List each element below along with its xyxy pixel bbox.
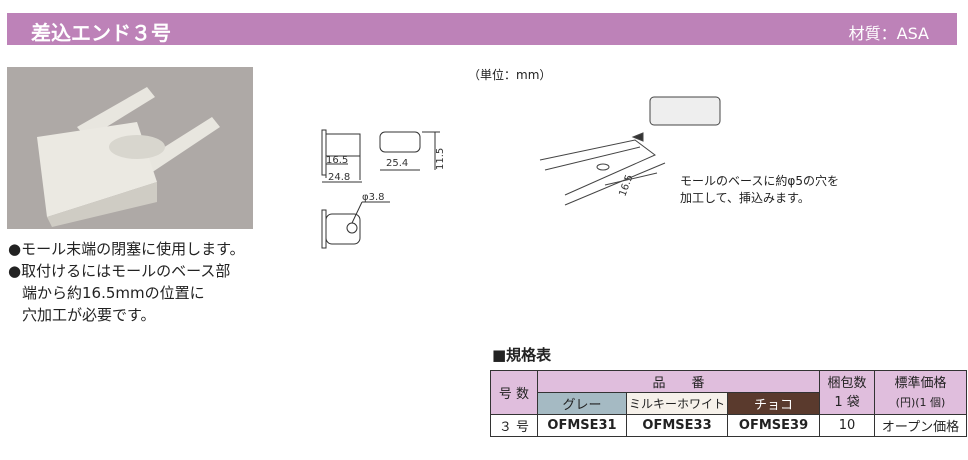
end-cap-image [37, 87, 220, 227]
product-title: 差込エンド３号 [31, 21, 171, 45]
cell-part: OFMSE31 [537, 414, 627, 437]
note-line: 加工して、挿込みます。 [680, 191, 810, 205]
bullet-item: 端から約16.5mmの位置に [22, 284, 205, 302]
bullet-item: ●取付けるにはモールのベース部 [8, 262, 231, 280]
installation-note: モールのベースに約φ5の穴を 加工して、挿込みます。 [680, 173, 839, 207]
header-price: 標準価格(円)(1 個) [874, 370, 968, 415]
dim-label: 24.8 [328, 172, 350, 183]
table-row: ３ 号 OFMSE31 OFMSE33 OFMSE39 10 オープン価格 [490, 414, 968, 437]
cell-part: OFMSE39 [727, 414, 821, 437]
material-label: 材質：ASA [848, 24, 929, 43]
installation-drawing: 16.5 [539, 96, 721, 206]
feature-list: ●モール末端の閉塞に使用します。 ●取付けるにはモールのベース部 端から約16.… [8, 238, 245, 326]
note-line: モールのベースに約φ5の穴を [680, 174, 839, 188]
cell-part: OFMSE33 [625, 414, 729, 437]
dim-label: 16.5 [326, 155, 348, 166]
bullet-item: ●モール末端の閉塞に使用します。 [8, 240, 245, 258]
bullet-item: 穴加工が必要です。 [22, 306, 156, 324]
cell-pack: 10 [819, 414, 876, 437]
color-milky-white: ミルキーホワイト [625, 392, 729, 415]
title-banner: 差込エンド３号 材質：ASA [7, 13, 957, 45]
header-number: 号 数 [490, 370, 538, 415]
header-part: 品 番 [536, 370, 821, 393]
color-choco: チョコ [727, 392, 821, 415]
dim-label: 16.5 [617, 173, 635, 198]
dim-label: 25.4 [386, 158, 408, 169]
cell-number: ３ 号 [490, 414, 538, 437]
color-gray: グレー [537, 392, 627, 415]
product-photo [7, 67, 253, 229]
spec-table-title: ■規格表 [492, 346, 552, 364]
cell-price: オープン価格 [874, 414, 968, 437]
dimension-drawing: 16.5 24.8 25.4 11.5 φ3.8 [321, 129, 446, 249]
dim-label: 11.5 [435, 148, 446, 170]
dim-label: φ3.8 [362, 192, 385, 203]
unit-label: （単位：mm） [468, 68, 552, 82]
